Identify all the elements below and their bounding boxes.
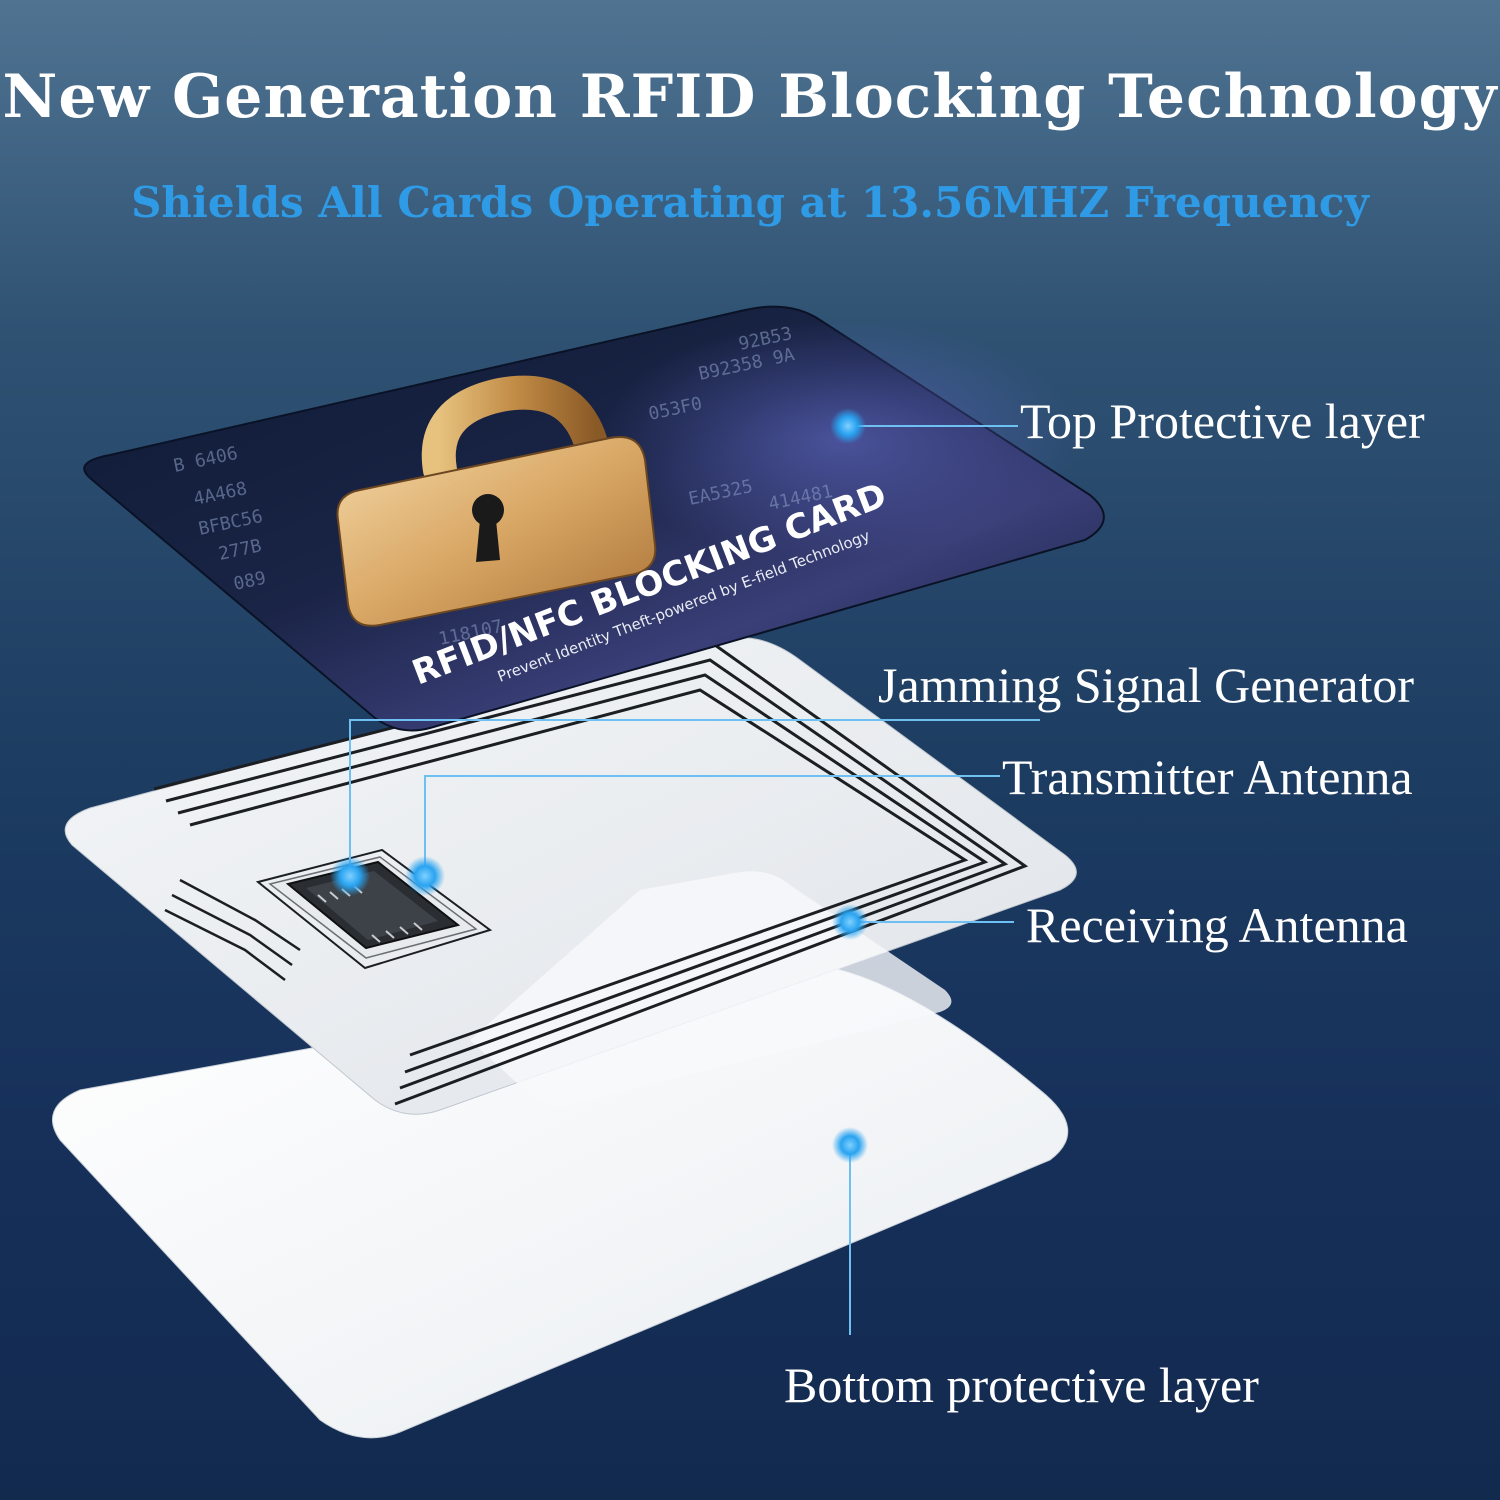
callout-dots <box>330 408 868 1163</box>
callout-dot-jamming <box>330 856 370 896</box>
label-transmitter-antenna: Transmitter Antenna <box>1002 749 1413 805</box>
label-jamming-signal-generator: Jamming Signal Generator <box>878 657 1414 713</box>
label-receiving-antenna: Receiving Antenna <box>1026 897 1408 953</box>
callout-dot-transmitter <box>405 856 445 896</box>
label-top-protective-layer: Top Protective layer <box>1020 393 1425 449</box>
callout-lines <box>349 425 1040 1335</box>
page-title: New Generation RFID Blocking Technology <box>2 62 1498 132</box>
callout-dot-top <box>830 408 866 444</box>
label-bottom-protective-layer: Bottom protective layer <box>784 1357 1259 1413</box>
callout-dot-bottom <box>832 1127 868 1163</box>
callout-dot-receiving <box>832 904 868 940</box>
page-subtitle: Shields All Cards Operating at 13.56MHZ … <box>131 178 1369 227</box>
padlock-icon <box>336 375 657 627</box>
